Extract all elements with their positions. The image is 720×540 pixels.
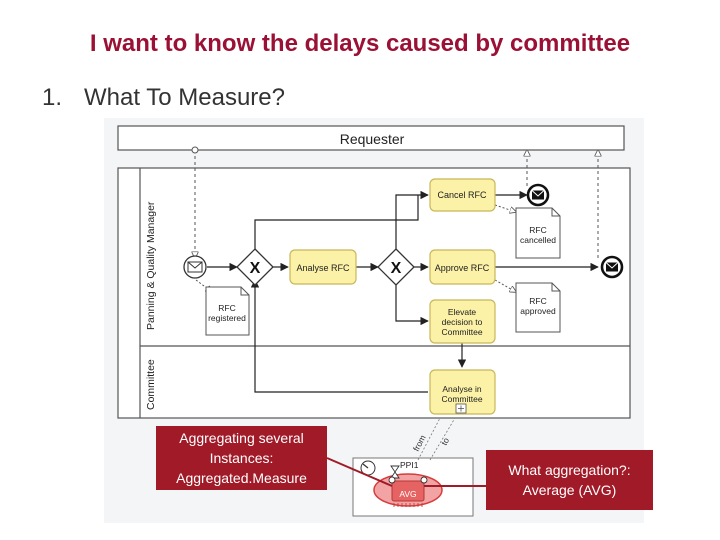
requester-label: Requester xyxy=(340,131,405,147)
doc-registered-line-1: RFC xyxy=(218,303,235,313)
message-flows xyxy=(195,150,598,258)
ppi-connector-left xyxy=(388,476,396,484)
list-number: 1. xyxy=(42,84,63,111)
doc-cancelled-line-1: RFC xyxy=(529,225,546,235)
ppi-to-link xyxy=(429,417,456,461)
ppi-measure-body xyxy=(391,480,425,502)
task-committee-line-2: Committee xyxy=(441,394,482,404)
callout-left-line-3: Aggregated.Measure xyxy=(176,470,307,486)
hourglass-icon xyxy=(390,465,400,479)
section-heading: 1. What To Measure? xyxy=(42,84,285,112)
committee-lane-label: Committee xyxy=(145,359,157,410)
start-message-event xyxy=(183,255,207,279)
message-origin xyxy=(191,146,199,154)
data-object-rfc-registered: RFC registered xyxy=(205,286,250,336)
task-analyse-rfc: Analyse RFC xyxy=(289,249,357,285)
section-heading-text: What To Measure? xyxy=(84,84,285,111)
ppi-scale-ticks xyxy=(393,503,423,507)
doc-approved-line-2: approved xyxy=(520,306,556,316)
task-elevate-decision: Elevate decision to Committee xyxy=(429,299,496,344)
ppi-to-label: to xyxy=(439,436,451,447)
ppi-label: PPI1 xyxy=(400,460,419,470)
task-approve-label: Approve RFC xyxy=(435,263,490,273)
task-elevate-line-1: Elevate xyxy=(448,307,477,317)
end-message-event-cancel xyxy=(526,183,550,207)
ppi-connector-right xyxy=(420,476,428,484)
task-analyse-in-committee: Analyse in Committee xyxy=(429,369,496,415)
task-cancel-label: Cancel RFC xyxy=(437,190,487,200)
sequence-flows xyxy=(207,190,599,393)
task-elevate-line-2: decision to xyxy=(442,317,483,327)
exclusive-gateway-2: X xyxy=(377,248,415,286)
end-message-event-approve xyxy=(600,255,624,279)
task-committee-line-1: Analyse in xyxy=(442,384,481,394)
callout-left-line-2: Instances: xyxy=(209,450,274,466)
page-title: I want to know the delays caused by comm… xyxy=(89,30,631,57)
ppi-aggregation-label: AVG xyxy=(399,489,416,499)
left-callout-leader xyxy=(326,457,393,487)
exclusive-gateway-1: X xyxy=(236,248,274,286)
callout-aggregation-type: Aggregating several Instances: Aggregate… xyxy=(156,426,327,490)
doc-approved-line-1: RFC xyxy=(529,296,546,306)
requester-pool: Requester xyxy=(117,125,625,151)
doc-cancelled-line-2: cancelled xyxy=(520,235,556,245)
pqm-lane-label: Panning & Quality Manager xyxy=(145,201,157,330)
callout-left-line-1: Aggregating several xyxy=(179,430,304,446)
task-approve-rfc: Approve RFC xyxy=(429,249,496,285)
gateway-1-symbol: X xyxy=(250,260,261,277)
task-analyse-label: Analyse RFC xyxy=(296,263,350,273)
doc-registered-line-2: registered xyxy=(208,313,246,323)
task-elevate-line-3: Committee xyxy=(441,327,482,337)
task-cancel-rfc: Cancel RFC xyxy=(429,178,496,212)
callout-aggregation-function: What aggregation?: Average (AVG) xyxy=(486,450,653,510)
callout-right-line-1: What aggregation?: xyxy=(508,462,631,478)
callout-right-line-2: Average (AVG) xyxy=(522,482,617,498)
data-object-rfc-cancelled: RFC cancelled xyxy=(515,207,561,259)
gateway-2-symbol: X xyxy=(391,260,402,277)
data-object-rfc-approved: RFC approved xyxy=(515,282,561,333)
